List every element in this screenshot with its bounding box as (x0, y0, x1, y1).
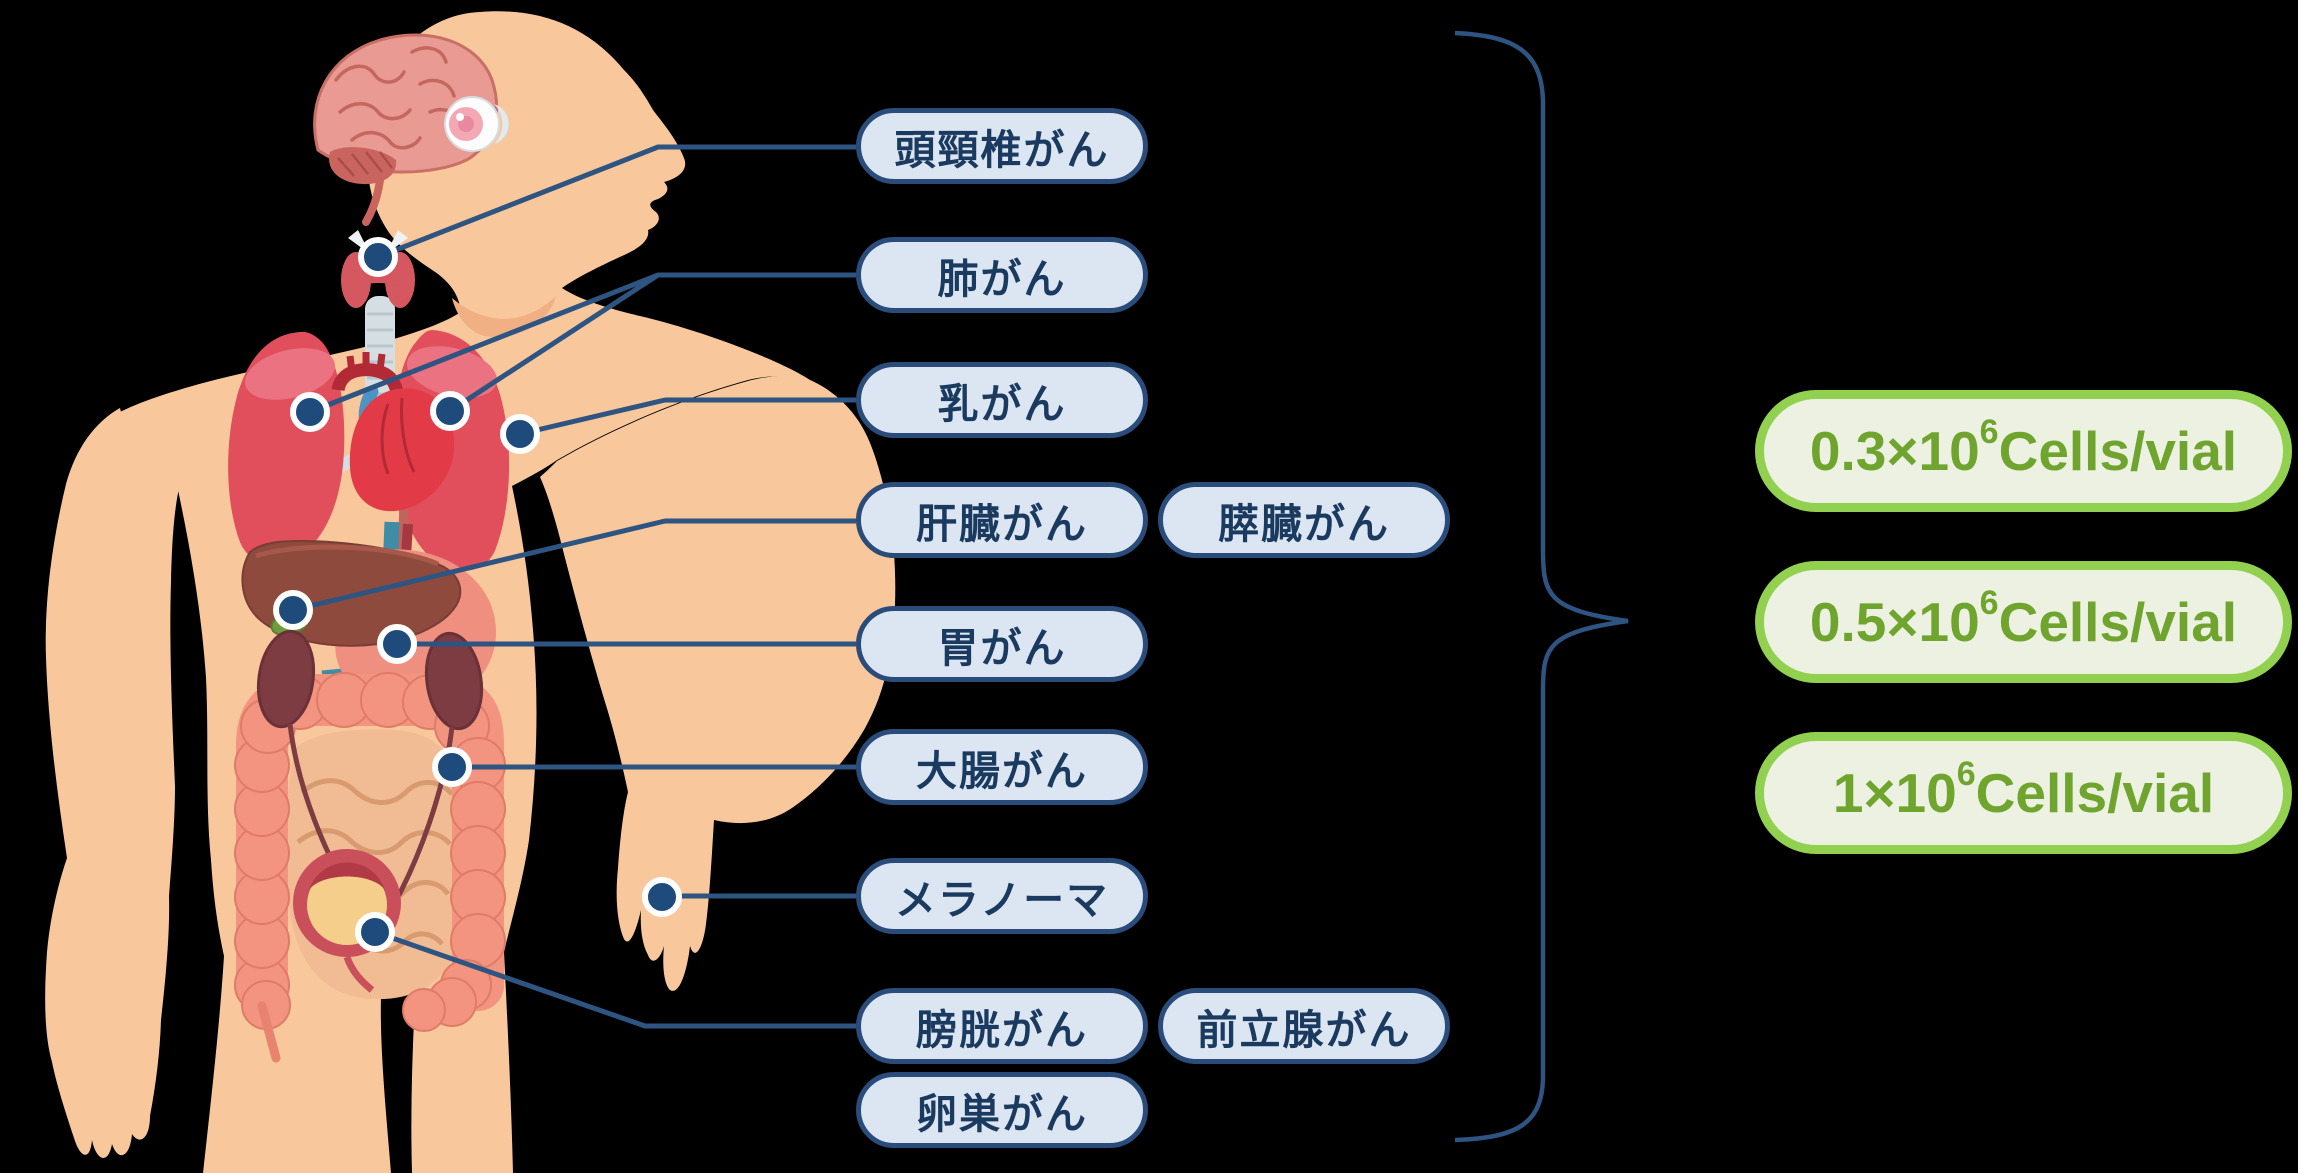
colon-marker-dot (432, 747, 472, 787)
heart (331, 352, 455, 512)
right-arm-shape (540, 375, 896, 991)
curly-brace (1454, 30, 1629, 1143)
vial-spec-unit: Cells/vial (1998, 420, 2238, 482)
melanoma-marker-dot (642, 877, 682, 917)
line-liver (292, 518, 856, 613)
label-prostate-cancer: 前立腺がん (1158, 988, 1450, 1064)
right-lung-marker-dot (430, 391, 470, 431)
colon (234, 672, 506, 1063)
eye (444, 96, 509, 152)
stomach-marker-dot (377, 624, 417, 664)
line-lung (309, 272, 856, 415)
brainstem (362, 176, 384, 226)
label-melanoma: メラノーマ (856, 858, 1148, 934)
cerebellum-stripes (337, 151, 393, 177)
label-stomach-cancer: 胃がん (856, 606, 1148, 682)
kidneys (256, 629, 484, 897)
connector-lines (292, 144, 856, 1029)
left-lung-marker-dot (290, 392, 330, 432)
label-colorectal-cancer: 大腸がん (856, 729, 1148, 805)
thyroid-marker-dot (358, 237, 398, 277)
heart-vessel-lines (380, 397, 416, 475)
line-bladder (374, 929, 856, 1029)
vial-spec-value: 1×10 (1832, 762, 1957, 824)
label-pancreatic-cancer: 膵臓がん (1158, 482, 1450, 558)
appendix (257, 1001, 281, 1063)
vial-spec-value: 0.3×10 (1809, 420, 1980, 482)
label-head-neck-cancer: 頭頸椎がん (856, 108, 1148, 184)
label-lung-cancer: 肺がん (856, 237, 1148, 313)
label-ovarian-cancer: 卵巣がん (856, 1072, 1148, 1148)
line-head-neck (377, 144, 856, 260)
label-breast-cancer: 乳がん (856, 362, 1148, 438)
left-arm-shape (45, 408, 181, 1158)
urethra (343, 955, 375, 993)
organs (228, 33, 510, 1063)
label-liver-cancer: 肝臓がん (856, 482, 1148, 558)
vial-spec-unit: Cells/vial (1998, 591, 2238, 653)
line-breast (519, 397, 856, 437)
vial-spec-exponent: 6 (1979, 412, 1999, 451)
vial-spec-unit: Cells/vial (1975, 762, 2215, 824)
label-bladder-cancer: 膀胱がん (856, 988, 1148, 1064)
breast-marker-dot (500, 414, 540, 454)
heart-body (349, 388, 455, 512)
bladder-marker-dot (355, 912, 395, 952)
vial-spec-value: 0.5×10 (1809, 591, 1980, 653)
liver-marker-dot (273, 590, 313, 630)
vial-spec-exponent: 6 (1956, 754, 1976, 793)
vial-spec-exponent: 6 (1979, 583, 1999, 622)
organ-marker-dots (273, 237, 682, 952)
